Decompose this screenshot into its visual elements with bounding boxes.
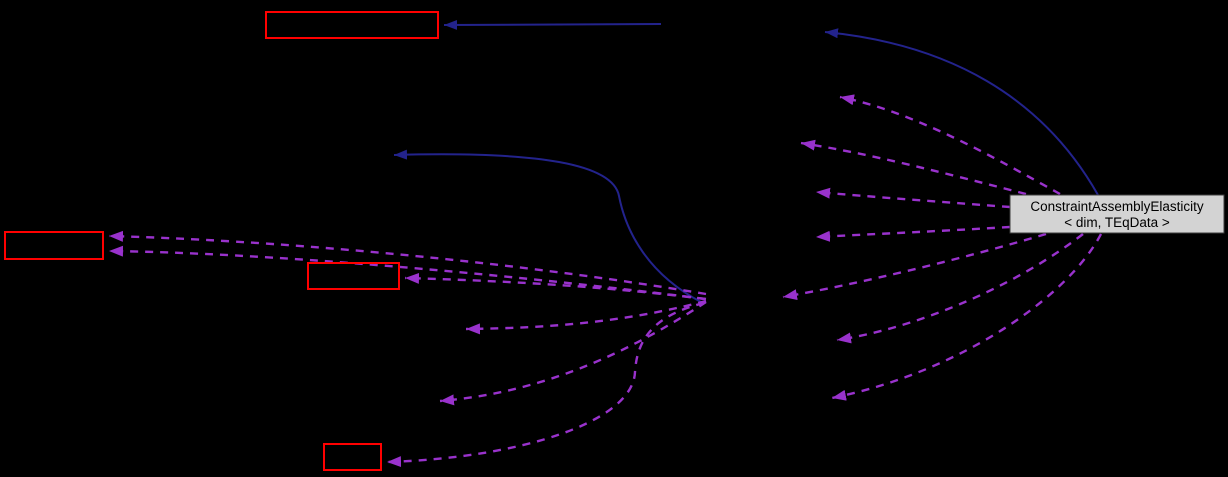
main-node-label-line2: < dim, TEqData > <box>1064 215 1170 230</box>
usage-edge-main-6 <box>836 233 1084 344</box>
usage-edge-main-3 <box>815 187 1011 209</box>
usage-edge-main-1 <box>839 94 1061 196</box>
usage-edge-hub-4 <box>465 299 707 335</box>
usage-edge-main-4 <box>815 225 1011 242</box>
node-box-top[interactable] <box>265 11 439 39</box>
main-node-box <box>1009 194 1225 234</box>
node-box-left[interactable] <box>4 231 104 260</box>
usage-edge-main-2 <box>800 139 1027 196</box>
usage-edge-hub-to-bottom-node <box>386 301 705 468</box>
usage-edge-hub-to-left-node-a <box>108 230 707 296</box>
usage-edge-hub-to-left-node-b <box>108 245 707 301</box>
node-box-bottom[interactable] <box>323 443 382 471</box>
usage-edge-hub-5 <box>439 300 707 406</box>
inheritance-edge-to-top-node <box>443 19 662 30</box>
main-node-label-line1: ConstraintAssemblyElasticity <box>1030 199 1204 214</box>
usage-edge-main-to-hub <box>782 232 1047 301</box>
main-node: ConstraintAssemblyElasticity < dim, TEqD… <box>1009 194 1225 234</box>
node-box-middle[interactable] <box>307 262 400 290</box>
usage-edge-hub-to-mid-node <box>404 272 706 301</box>
inheritance-edge-from-hub <box>393 149 702 303</box>
inheritance-edge-from-main-node <box>824 28 1099 196</box>
usage-edge-main-7 <box>831 233 1103 401</box>
